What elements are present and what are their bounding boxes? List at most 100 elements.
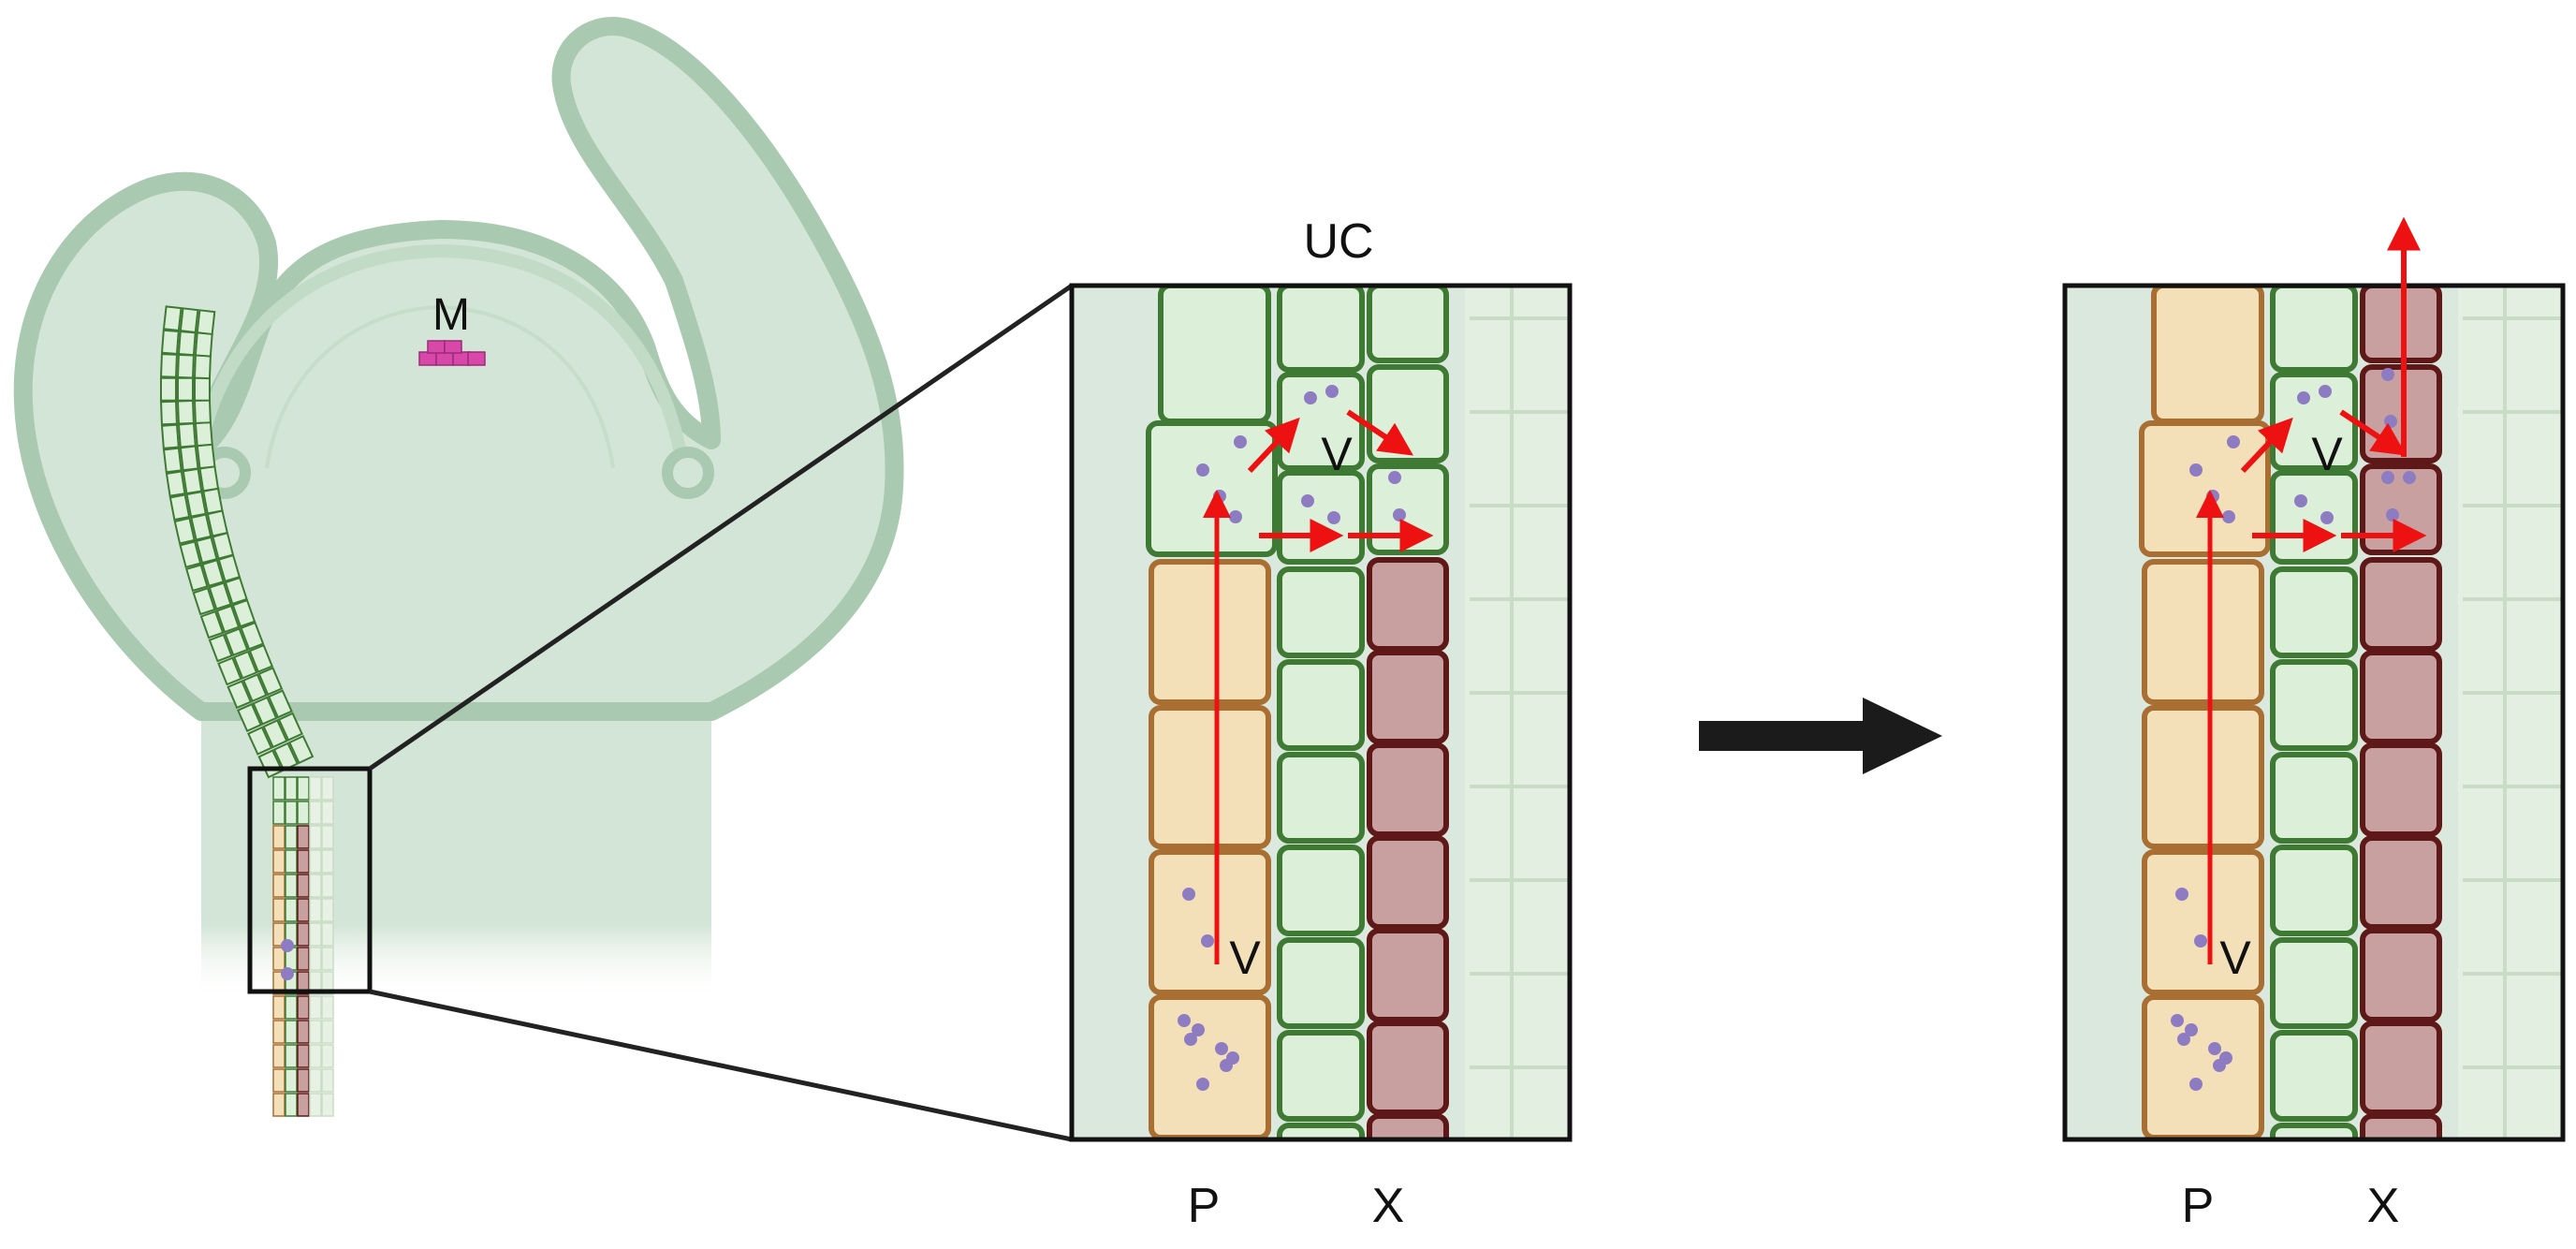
strand-cell [277,712,303,742]
stem-cell [272,825,285,849]
stem-cell [297,971,310,995]
strand-cell [173,517,196,545]
stem-cell [285,1068,298,1093]
meristem-cells [418,340,486,366]
panel-later [2062,216,2566,1142]
virus-particle-icon [2403,471,2416,484]
stem-cell [309,898,322,922]
zoom-line-top [368,283,1074,771]
stem-cell [321,1093,334,1117]
virus-particle-icon [1393,508,1406,522]
companion-cell [1277,937,1365,1029]
xylem-cell [1367,557,1449,652]
virus-particle-icon [2320,511,2334,524]
stem-cell [297,825,310,849]
stem-cell [321,947,334,971]
strand-cell [194,331,213,358]
stem-cell [272,1020,285,1044]
strand-cell [232,650,258,680]
companion-cell [2270,937,2358,1029]
virus-particle-icon [2319,385,2332,398]
virus-particle-icon [2194,934,2207,948]
stem-cell [272,874,285,898]
stem-cell [297,995,310,1020]
stem-cell [321,1068,334,1093]
stem-cell [297,1068,310,1093]
stem-cell [309,776,322,801]
stem-cell [285,849,298,874]
stem-cell [309,947,322,971]
shoot-apex: M [13,17,904,1117]
strand-cell [287,734,315,765]
companion-cell [2270,1123,2358,1139]
virus-particle-icon [2177,1033,2190,1046]
stem-cell [272,801,285,825]
v-label-upper-right: V [2311,428,2343,480]
stem-cell [297,1093,310,1117]
stem-cell [285,1020,298,1044]
zoom-line-bottom [369,989,1073,1142]
background-tissue [1465,286,1570,1139]
virus-particle-icon [1301,494,1314,507]
strand-cell [160,329,180,355]
companion-cell [2270,752,2358,844]
strand-cell [252,696,278,726]
virus-particle-icon [1184,1033,1197,1046]
stem-cell [285,1093,298,1117]
stem-cell [272,898,285,922]
virus-particle-icon [1215,1042,1228,1055]
strand-cell [177,422,197,448]
companion-cell [2270,470,2358,565]
phloem-cell [2142,559,2264,705]
virus-particle-icon [2213,1059,2226,1072]
stem-cell [321,995,334,1020]
strand-cell [240,621,265,651]
strand-cell [176,376,194,402]
strand-cell [162,447,183,474]
xylem-cell [1367,742,1449,837]
stem-cell [321,1020,334,1044]
strand-cell [247,726,273,756]
strand-cell [193,399,212,424]
strand-cell [217,656,242,686]
v-label-lower-left: V [1229,932,1261,984]
companion-cell [1277,752,1365,844]
stem-cell [309,1068,322,1093]
companion-cell [1277,1123,1365,1139]
phloem-cell [2139,420,2271,557]
strand-cell [208,581,232,610]
strand-cell [182,467,203,495]
strand-cell [160,423,180,449]
stem-cell [321,898,334,922]
stem-cell [272,1093,285,1117]
stem-cell [309,1093,322,1117]
strand-cell [168,493,191,522]
virus-particle-icon [1178,1014,1191,1027]
strand-cell [242,673,268,703]
virus-particle-icon [2171,1014,2184,1027]
virus-particle-icon [2384,415,2397,428]
cell [1146,420,1278,557]
stem-cell [297,1044,310,1068]
panel-frame [1069,283,1573,1142]
stem-cell [309,849,322,874]
phloem-cell [1149,994,1271,1139]
xylem-cell [2360,742,2442,837]
stem-cell [297,874,310,898]
x-label-right: X [2367,1179,2400,1233]
stem-cell [309,971,322,995]
strand-cell [177,331,197,357]
stem-cell [297,801,310,825]
companion-cell [2270,845,2358,936]
strand-cell [162,305,183,332]
stem-cell [272,776,285,801]
zoom-box [247,766,373,994]
virus-particle-icon [2297,391,2310,404]
virus-particle-icon [281,939,294,952]
red-arrow-icon [2240,417,2293,474]
xylem-cell [2360,557,2442,652]
cell [1158,286,1271,424]
virus-particle-icon [2227,435,2240,448]
stem-cell [321,971,334,995]
